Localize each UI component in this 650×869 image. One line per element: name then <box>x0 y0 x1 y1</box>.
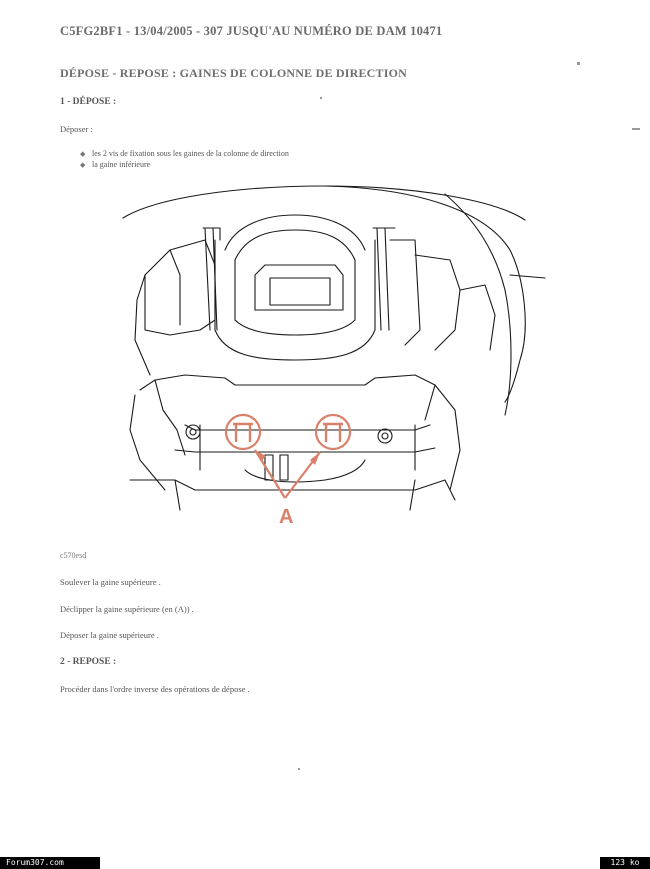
bullet-icon: ◆ <box>80 161 86 169</box>
section-intro: Déposer : <box>60 124 93 134</box>
scan-speck <box>577 62 580 65</box>
step-text: Déclipper la gaine supérieure (en (A)) . <box>60 604 194 614</box>
lower-shroud <box>139 374 436 421</box>
step-text: Déposer la gaine supérieure . <box>60 630 159 640</box>
bullet-text: les 2 vis de fixation sous les gaines de… <box>92 149 289 158</box>
scan-speck <box>320 97 322 99</box>
footer-site-label: Forum307.com <box>0 857 100 869</box>
clip-callout-right <box>314 413 352 451</box>
document-reference: C5FG2BF1 - 13/04/2005 - 307 JUSQU'AU NUM… <box>60 24 443 38</box>
scan-speck <box>632 128 640 130</box>
footer-filesize: 123 ko <box>600 857 650 869</box>
step-text: Soulever la gaine supérieure . <box>60 577 161 587</box>
bullet-list: ◆ les 2 vis de fixation sous les gaines … <box>80 148 289 170</box>
section-heading-repose: 2 - REPOSE : <box>60 657 117 667</box>
document-title: DÉPOSE - REPOSE : GAINES DE COLONNE DE D… <box>60 66 407 80</box>
section-heading-depose: 1 - DÉPOSE : <box>60 97 117 107</box>
callout-label: A <box>279 506 293 525</box>
bullet-item: ◆ les 2 vis de fixation sous les gaines … <box>80 148 289 159</box>
section-text: Procéder dans l'ordre inverse des opérat… <box>60 684 250 694</box>
clip-callout-left <box>224 413 262 451</box>
scan-speck <box>298 768 300 770</box>
bullet-item: ◆ la gaine inférieure <box>80 159 289 170</box>
figure-code: c570esd <box>60 551 87 560</box>
dashboard-outline <box>122 185 526 221</box>
bullet-icon: ◆ <box>80 150 86 158</box>
steering-column-diagram: A <box>122 185 546 525</box>
bullet-text: la gaine inférieure <box>92 160 151 169</box>
